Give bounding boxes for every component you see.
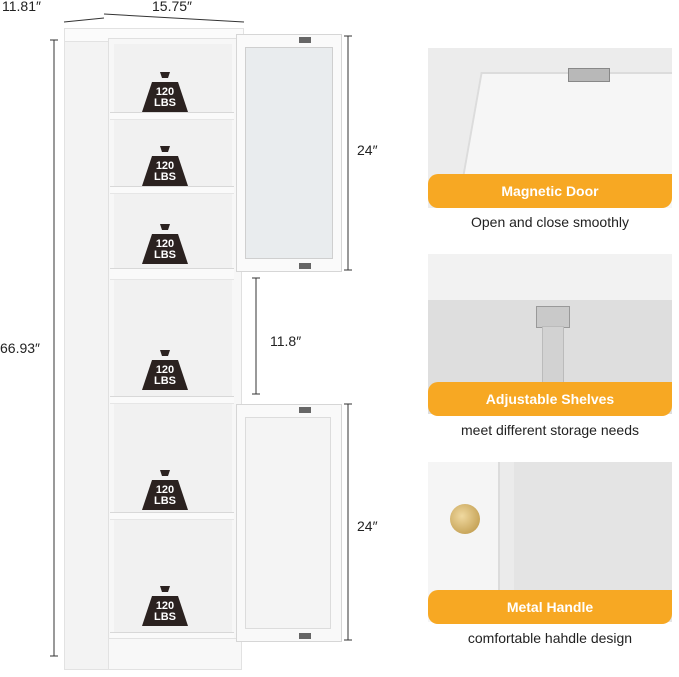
weight-value: 120	[155, 160, 175, 172]
glass-door[interactable]	[236, 34, 342, 272]
shelf	[110, 396, 234, 404]
middle-gap-dimension-label: 11.8″	[270, 333, 302, 349]
door-recessed-panel	[245, 417, 331, 629]
weight-value: 120	[155, 86, 175, 98]
weight-unit: LBS	[154, 171, 176, 183]
feature-caption-metal-handle: comfortable hahdle design	[467, 630, 633, 646]
weight-unit: LBS	[154, 495, 176, 507]
door-hinge	[299, 407, 311, 413]
weight-unit: LBS	[154, 611, 176, 623]
shelf	[110, 268, 234, 280]
shelf	[110, 112, 234, 120]
feature-caption-magnetic-door: Open and close smoothly	[471, 214, 629, 230]
door-hinge	[299, 37, 311, 43]
weight-value: 120	[155, 238, 175, 250]
cabinet-base	[108, 638, 242, 670]
feature-caption-adjustable-shelves: meet different storage needs	[461, 422, 639, 438]
solid-door[interactable]	[236, 404, 342, 642]
feature-banner-metal-handle: Metal Handle	[428, 590, 672, 624]
shelf-underside	[428, 254, 672, 300]
knob-icon	[450, 504, 480, 534]
depth-dimension-label: 11.81″	[2, 0, 41, 14]
height-dimension-label: 66.93″	[0, 340, 40, 356]
feature-banner-adjustable-shelves: Adjustable Shelves	[428, 382, 672, 416]
cabinet	[64, 28, 244, 670]
upper-door-dimension-label: 24″	[357, 142, 378, 158]
weight-unit: LBS	[154, 97, 176, 109]
shelf-support-bracket	[536, 306, 570, 328]
cabinet-side-panel	[64, 34, 112, 670]
door-hinge	[299, 633, 311, 639]
weight-unit: LBS	[154, 249, 176, 261]
width-dimension-label: 15.75″	[152, 0, 192, 14]
magnet-catch	[568, 68, 610, 82]
weight-value: 120	[155, 364, 175, 376]
feature-banner-magnetic-door: Magnetic Door	[428, 174, 672, 208]
glass-panel	[245, 47, 333, 259]
lower-door-dimension-label: 24″	[357, 518, 378, 534]
shelf	[110, 512, 234, 520]
door-hinge	[299, 263, 311, 269]
weight-value: 120	[155, 484, 175, 496]
shelf	[110, 186, 234, 194]
weight-unit: LBS	[154, 375, 176, 387]
weight-value: 120	[155, 600, 175, 612]
